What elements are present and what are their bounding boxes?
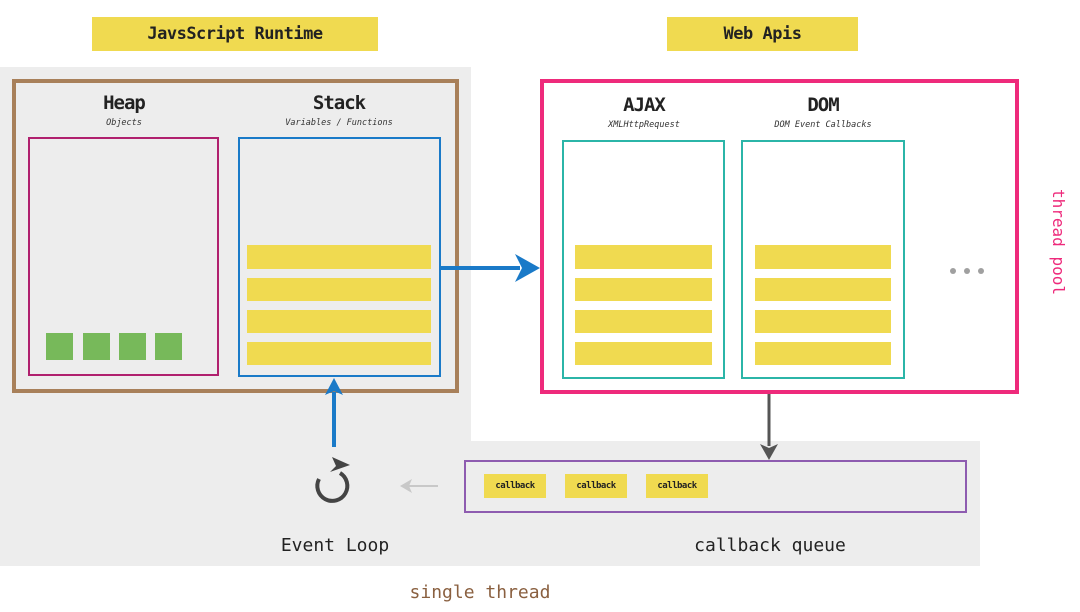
event-loop-label: Event Loop [280,535,390,556]
stack-box [238,137,441,377]
ajax-item [575,245,712,269]
ajax-item [575,342,712,365]
heap-object [83,333,110,360]
stack-frame [247,310,431,333]
callback-item: callback [646,474,708,498]
stack-subtitle: Variables / Functions [285,118,393,128]
dom-item [755,278,891,301]
heap-object [119,333,146,360]
callback-queue-box [464,460,967,513]
dom-item [755,310,891,333]
single-thread-label: single thread [409,582,551,603]
heap-object [46,333,73,360]
stack-title: Stack [312,92,366,114]
stack-frame [247,245,431,269]
ajax-title: AJAX [623,94,666,116]
heap-subtitle: Objects [106,118,142,128]
event-loop-icon [315,457,350,503]
stack-frame [247,278,431,301]
callback-queue-label: callback queue [694,535,846,556]
dom-box [741,140,905,379]
runtime-container [12,79,459,393]
stack-to-webapi-arrow-icon [441,254,540,282]
callback-item: callback [484,474,546,498]
heap-object [155,333,182,360]
eventloop-to-stack-arrow-icon [325,378,343,447]
ajax-box [562,140,725,379]
dom-subtitle: DOM Event Callbacks [774,120,872,130]
heap-title: Heap [103,92,146,114]
ajax-item [575,278,712,301]
ajax-subtitle: XMLHttpRequest [608,120,680,130]
callback-item: callback [565,474,627,498]
more-apis-ellipsis-icon [948,260,988,274]
heap-box [28,137,219,376]
runtime-label: JavsScript Runtime [92,17,378,51]
web-apis-container [540,79,1019,394]
webapi-to-queue-arrow-icon [760,394,778,460]
dom-title: DOM [807,94,839,116]
dom-item [755,245,891,269]
queue-to-eventloop-arrow-icon [400,479,438,493]
stack-frame [247,342,431,365]
dom-item [755,342,891,365]
web-apis-label: Web Apis [667,17,858,51]
ajax-item [575,310,712,333]
